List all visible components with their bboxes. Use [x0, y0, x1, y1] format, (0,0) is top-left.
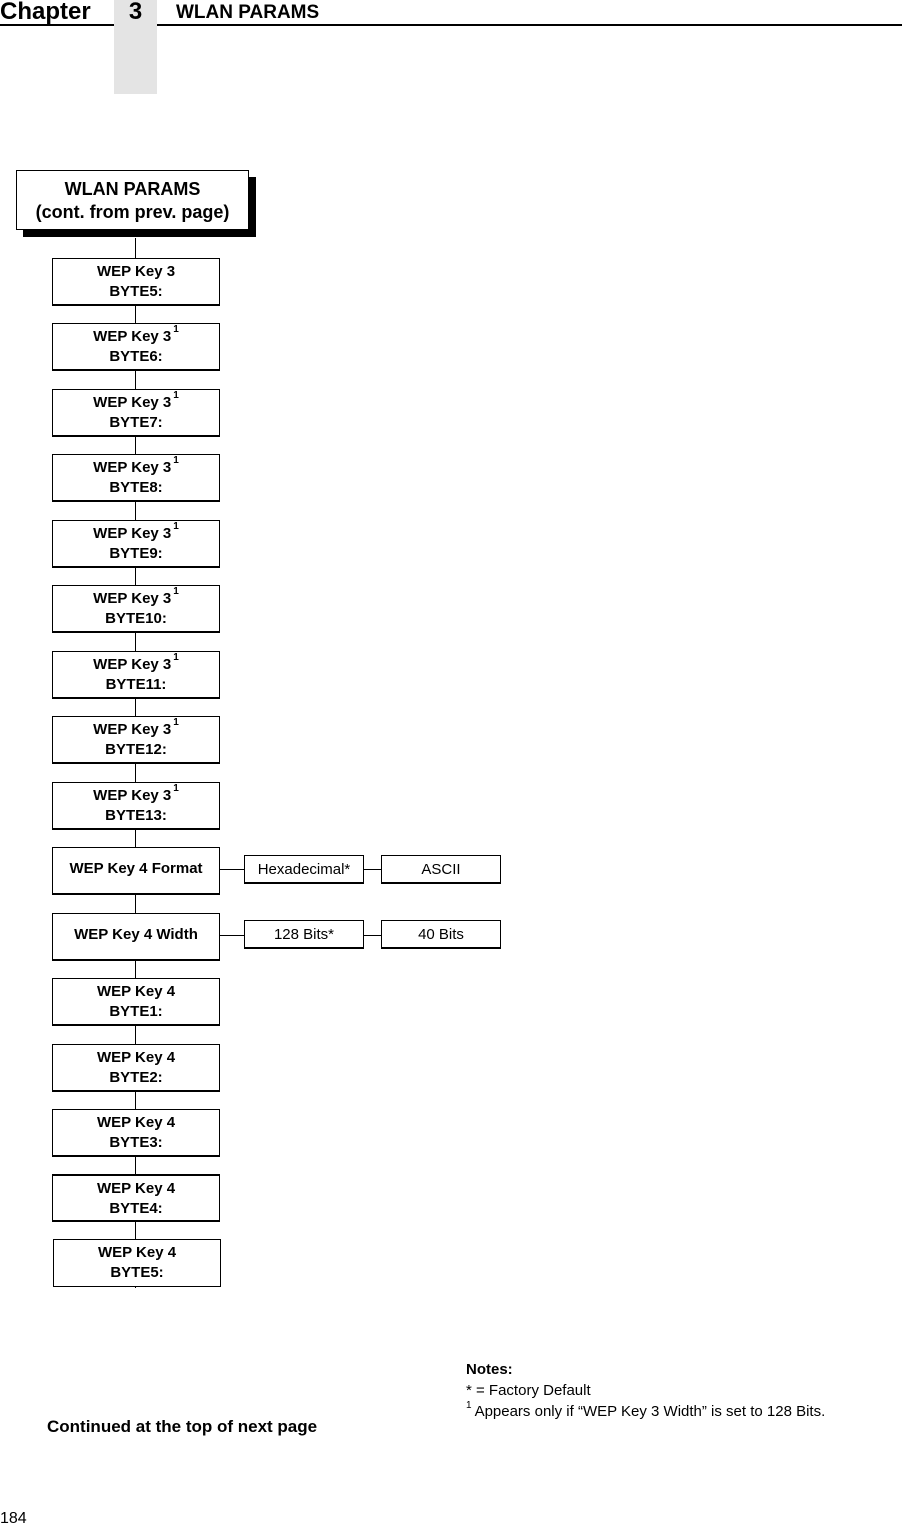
node-label: WEP Key 4 Width	[74, 926, 198, 943]
option-ascii: ASCII	[381, 855, 501, 884]
node-sublabel: BYTE8:	[109, 479, 163, 496]
node-label: WEP Key 4	[96, 983, 176, 1000]
notes-title: Notes:	[466, 1361, 513, 1378]
node-label: WEP Key 4	[96, 1049, 176, 1066]
footnote-marker: 1	[173, 324, 179, 335]
node-sublabel: BYTE1:	[109, 1003, 163, 1020]
footnote-marker: 1	[173, 521, 179, 532]
chapter-label: Chapter	[0, 0, 91, 25]
option-40-bits: 40 Bits	[381, 920, 501, 949]
root-title: WLAN PARAMS	[64, 179, 201, 199]
node-sublabel: BYTE5:	[110, 1264, 164, 1281]
node-label: WEP Key 3	[93, 394, 172, 411]
node-sublabel: BYTE11:	[105, 676, 167, 693]
section-title: WLAN PARAMS	[176, 2, 320, 23]
menu-node-wep-key3-byte5: WEP Key 3 BYTE5:	[52, 258, 220, 306]
root-subtitle: (cont. from prev. page)	[35, 202, 230, 222]
connector-line	[364, 869, 381, 870]
header-rule	[0, 24, 114, 26]
node-label: WEP Key 3	[93, 787, 172, 804]
page-number: 184	[0, 1510, 27, 1527]
menu-node-wep-key4-byte1: WEP Key 4 BYTE1:	[52, 978, 220, 1026]
node-sublabel: BYTE6:	[109, 348, 163, 365]
node-label: WEP Key 4	[96, 1114, 176, 1131]
node-sublabel: BYTE2:	[109, 1069, 163, 1086]
header-rule	[157, 24, 902, 26]
node-label: WEP Key 3	[93, 459, 172, 476]
chapter-number: 3	[128, 0, 143, 25]
node-sublabel: BYTE10:	[105, 610, 167, 627]
footnote-marker: 1	[173, 717, 179, 728]
node-label: WEP Key 4	[97, 1244, 177, 1261]
node-sublabel: BYTE9:	[109, 545, 163, 562]
footnote-text: Appears only if “WEP Key 3 Width” is set…	[474, 1403, 826, 1420]
menu-node-wep-key4-byte4: WEP Key 4 BYTE4:	[52, 1174, 220, 1222]
node-sublabel: BYTE7:	[109, 414, 163, 431]
node-label: WEP Key 4 Format	[69, 860, 203, 877]
node-sublabel: BYTE4:	[109, 1200, 163, 1217]
footnote-marker: 1	[173, 783, 179, 794]
footnote-marker: 1	[173, 586, 179, 597]
footnote-marker: 1	[173, 455, 179, 466]
node-sublabel: BYTE3:	[109, 1134, 163, 1151]
continued-note: Continued at the top of next page	[47, 1417, 318, 1436]
connector-line	[220, 935, 244, 936]
menu-node-wep-key4-width: WEP Key 4 Width	[52, 913, 220, 961]
node-label: WEP Key 3	[93, 721, 172, 738]
node-label: WEP Key 3	[93, 328, 172, 345]
menu-node-wep-key4-byte3: WEP Key 4 BYTE3:	[52, 1109, 220, 1157]
node-label: WEP Key 3	[93, 656, 172, 673]
option-hexadecimal: Hexadecimal*	[244, 855, 364, 884]
footnote-marker: 1	[466, 1400, 472, 1411]
node-label: WEP Key 4	[96, 1180, 176, 1197]
node-sublabel: BYTE13:	[105, 807, 167, 824]
menu-node-wep-key4-format: WEP Key 4 Format	[52, 847, 220, 895]
menu-node-wep-key4-byte2: WEP Key 4 BYTE2:	[52, 1044, 220, 1092]
node-sublabel: BYTE5:	[109, 283, 163, 300]
node-sublabel: BYTE12:	[105, 741, 167, 758]
footnote-marker: 1	[173, 652, 179, 663]
connector-line	[364, 935, 381, 936]
option-128-bits: 128 Bits*	[244, 920, 364, 949]
node-label: WEP Key 3	[96, 263, 176, 280]
node-label: WEP Key 3	[93, 590, 172, 607]
connector-line	[220, 869, 244, 870]
footnote-marker: 1	[173, 390, 179, 401]
root-node-wlan-params: WLAN PARAMS (cont. from prev. page)	[16, 170, 249, 230]
node-label: WEP Key 3	[93, 525, 172, 542]
chapter-tab-background	[114, 0, 157, 94]
factory-default-note: * = Factory Default	[466, 1382, 591, 1399]
menu-node-wep-key4-byte5: WEP Key 4 BYTE5:	[53, 1239, 221, 1287]
